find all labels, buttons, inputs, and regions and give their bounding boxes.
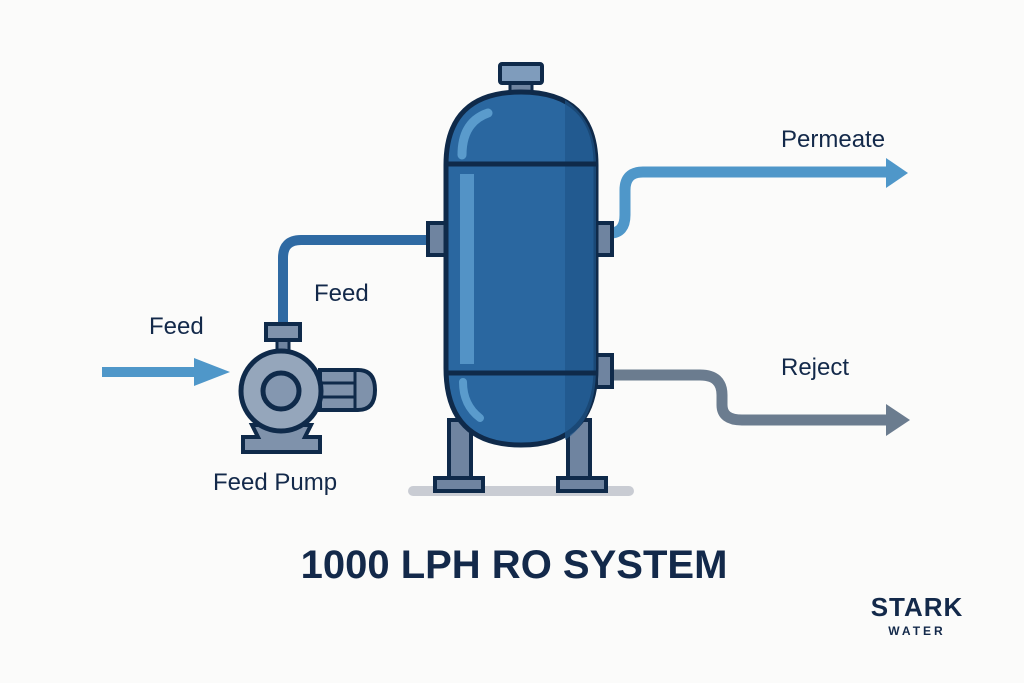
pressure-vessel bbox=[443, 89, 599, 448]
diagram-title: 1000 LPH RO SYSTEM bbox=[301, 543, 728, 587]
feed-pipe bbox=[278, 235, 432, 327]
feed-pump bbox=[238, 322, 378, 454]
brand-sub: WATER bbox=[888, 624, 945, 638]
permeate-arrow bbox=[609, 158, 908, 239]
brand-name: STARK bbox=[871, 592, 964, 622]
feed-inlet-label: Feed bbox=[149, 313, 204, 340]
reject-arrow bbox=[610, 369, 910, 436]
permeate-label: Permeate bbox=[781, 126, 885, 153]
brand-logo: STARK WATER bbox=[871, 592, 964, 638]
feed-line-label: Feed bbox=[314, 280, 369, 307]
feed-pump-label: Feed Pump bbox=[213, 469, 337, 496]
reject-label: Reject bbox=[781, 354, 849, 381]
feed-inlet-arrow bbox=[102, 358, 230, 386]
